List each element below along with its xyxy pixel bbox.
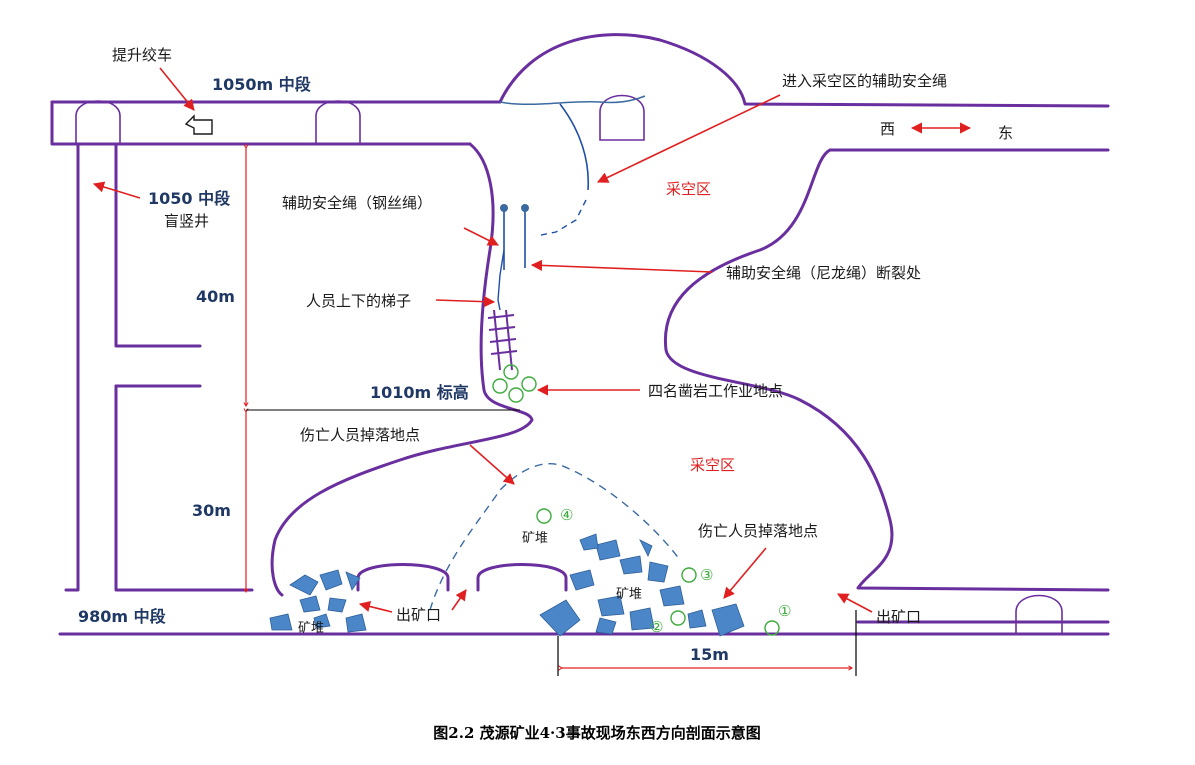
label-steel-rope: 辅助安全绳（钢丝绳）	[282, 194, 432, 212]
person-icon	[521, 376, 537, 392]
label-rope-entry: 进入采空区的辅助安全绳	[782, 72, 947, 90]
label-exit-right: 出矿口	[876, 608, 921, 626]
label-height-30: 30m	[192, 501, 231, 520]
person-icon	[764, 620, 780, 636]
label-ore-pile-left: 矿堆	[298, 621, 324, 636]
label-gob-upper: 采空区	[666, 180, 711, 198]
annotation-arrows	[92, 67, 972, 613]
label-victim-4: ④	[560, 506, 573, 524]
label-nylon-break: 辅助安全绳（尼龙绳）断裂处	[726, 264, 921, 282]
label-fall-site-2: 伤亡人员掉落地点	[698, 522, 818, 540]
label-width-15: 15m	[690, 645, 729, 664]
ore-pile-left	[269, 569, 367, 633]
drillers-group	[492, 364, 537, 403]
label-fall-site-1: 伤亡人员掉落地点	[300, 426, 420, 444]
label-east: 东	[998, 124, 1013, 142]
person-icon	[670, 610, 686, 626]
victims-group	[536, 508, 780, 636]
label-level-980: 980m 中段	[78, 607, 167, 626]
gob-outline	[58, 142, 1110, 636]
blind-shaft-1050	[64, 142, 254, 592]
ore-pile-middle	[539, 533, 745, 637]
person-icon	[503, 364, 519, 380]
label-ore-pile-mid: 矿堆	[616, 587, 642, 602]
label-blind-shaft: 盲竖井	[164, 212, 209, 230]
collapse-outline-dashed	[429, 463, 681, 611]
person-icon	[681, 567, 697, 583]
dimension-lines	[246, 148, 857, 676]
figure-caption: 图2.2 茂源矿业4·3事故现场东西方向剖面示意图	[433, 724, 760, 742]
safety-ropes	[497, 95, 646, 311]
label-ore-pile-top: 矿堆	[522, 531, 548, 546]
hoist-icon	[184, 114, 213, 135]
label-ladder: 人员上下的梯子	[306, 292, 411, 310]
person-icon	[492, 378, 508, 394]
ladder	[487, 309, 518, 371]
label-exit-left: 出矿口	[396, 606, 441, 624]
person-icon	[536, 508, 552, 524]
label-elevation-1010: 1010m 标高	[370, 383, 469, 402]
label-victim-3: ③	[700, 566, 713, 584]
label-victim-2: ②	[650, 618, 663, 636]
label-victim-1: ①	[778, 602, 791, 620]
label-hoist: 提升绞车	[112, 46, 172, 64]
label-west: 西	[880, 120, 895, 138]
person-icon	[508, 387, 524, 403]
label-height-40: 40m	[196, 287, 235, 306]
label-gob-lower: 采空区	[690, 456, 735, 474]
label-level-1050: 1050m 中段	[212, 75, 312, 94]
label-drill-site: 四名凿岩工作业地点	[648, 382, 783, 400]
level-1050-drift	[50, 33, 1110, 146]
label-blind-shaft-level: 1050 中段	[148, 189, 231, 208]
